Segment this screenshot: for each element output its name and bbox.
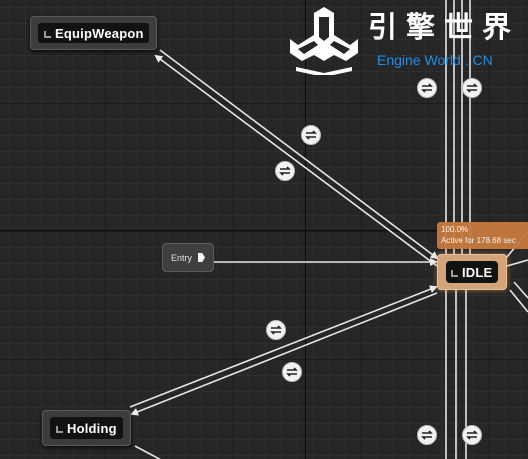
wire-idle-to-equipweapon bbox=[154, 54, 438, 267]
wire-idle-right-4 bbox=[513, 281, 528, 299]
wire-equipweapon-to-idle bbox=[159, 49, 439, 260]
transition-rule-icon[interactable] bbox=[301, 125, 321, 145]
state-node-label: Holding bbox=[67, 420, 117, 436]
engine-world-logo-icon bbox=[290, 7, 358, 75]
exec-pin-icon[interactable] bbox=[198, 253, 205, 262]
entry-node[interactable]: Entry bbox=[162, 243, 214, 272]
state-node-idle[interactable]: IDLE bbox=[437, 254, 507, 290]
state-node-holding[interactable]: Holding bbox=[42, 410, 131, 446]
state-node-label: IDLE bbox=[462, 264, 493, 280]
transition-rule-icon[interactable] bbox=[417, 425, 437, 445]
state-icon bbox=[44, 30, 51, 38]
wire-idle-to-holding bbox=[130, 292, 438, 416]
wire-holding-to-idle bbox=[129, 285, 438, 408]
transition-rule-icon[interactable] bbox=[275, 161, 295, 181]
watermark-english-text: Engine World . CN bbox=[377, 52, 493, 68]
wire-idle-right-1 bbox=[506, 259, 528, 267]
graph-origin-horizontal-axis bbox=[0, 230, 528, 231]
transition-rule-icon[interactable] bbox=[282, 362, 302, 382]
watermark-chinese-text: 引擎世界 bbox=[368, 10, 521, 44]
state-icon bbox=[56, 425, 63, 433]
graph-origin-vertical-axis bbox=[305, 0, 306, 459]
entry-label: Entry bbox=[171, 252, 193, 263]
state-node-label: EquipWeapon bbox=[55, 25, 144, 41]
wire-holding-offscreen bbox=[134, 445, 162, 459]
transition-rule-icon[interactable] bbox=[266, 320, 286, 340]
idle-weight: 100.0% bbox=[441, 225, 469, 234]
transition-rule-icon[interactable] bbox=[462, 78, 482, 98]
state-node-equip-weapon[interactable]: EquipWeapon bbox=[30, 16, 157, 50]
state-icon bbox=[451, 269, 458, 277]
idle-debug-tooltip: 100.0% Active for 178.68 sec bbox=[437, 222, 528, 249]
transition-rule-icon[interactable] bbox=[462, 425, 482, 445]
wire-idle-right-3 bbox=[509, 289, 528, 313]
transition-rule-icon[interactable] bbox=[417, 78, 437, 98]
idle-active-time: Active for 178.68 sec bbox=[441, 236, 516, 245]
